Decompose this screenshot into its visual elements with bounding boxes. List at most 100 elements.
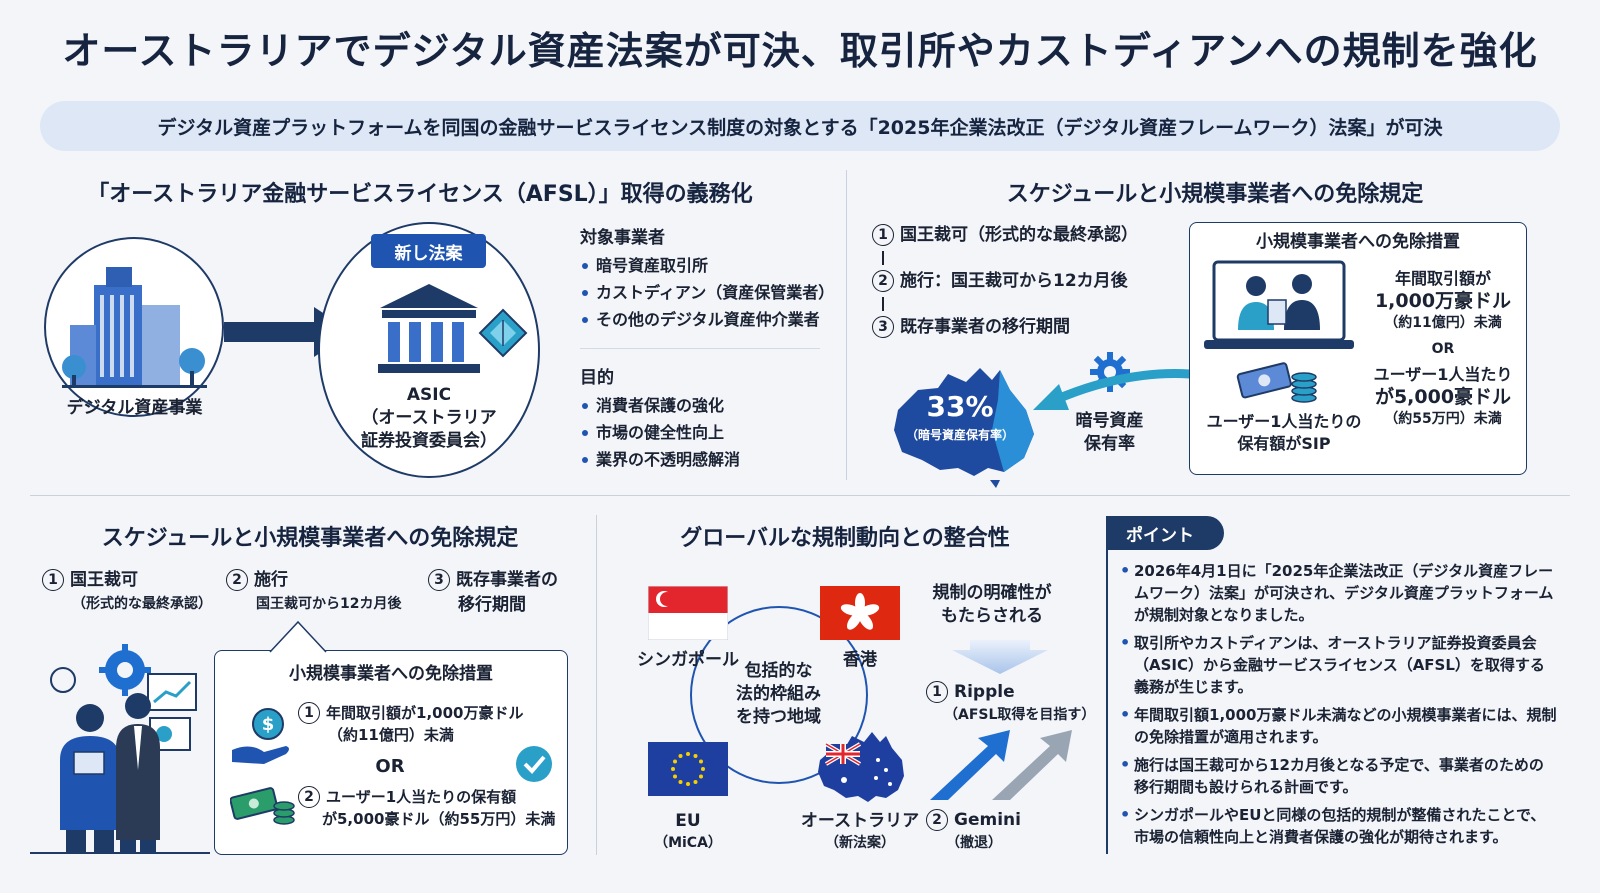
or-label: OR [375, 756, 405, 777]
singapore-flag-icon [648, 586, 728, 640]
cond1-line-2: （約11億円）未満 [328, 726, 454, 744]
points-tag: ポイント [1106, 516, 1224, 550]
ripple-number: 1 [926, 681, 948, 704]
schedule-bottom-heading: スケジュールと小規模事業者への免除規定 [101, 526, 519, 551]
cond2-line-1: ユーザー1人当たりの保有額 [326, 788, 517, 806]
sip-label: ユーザー1人当たりの 保有額がSIP [1196, 411, 1372, 455]
singapore-label: シンガポール [637, 650, 739, 670]
global-heading: グローバルな規制動向との整合性 [680, 526, 1010, 551]
cond2-line-3: （約55万円）未満 [1384, 411, 1502, 427]
step-title: 既存事業者の [456, 570, 558, 590]
asic-line-2: （オーストラリア [361, 408, 497, 428]
schedule-step-1: 1 国王裁可（形式的な最終承認） [872, 224, 1182, 246]
schedule-top-steps: 1 国王裁可（形式的な最終承認） 2 施行：国王裁可から12カ月後 3 既存事業… [872, 224, 1182, 338]
speech-bubble-pointer [269, 620, 327, 653]
holding-rate-label: 暗号資産 保有率 [1062, 410, 1157, 456]
step-title: 施行 [254, 570, 288, 590]
clarity-label: 規制の明確性が もたらされる [922, 582, 1062, 628]
purpose-item: 消費者保護の強化 [580, 392, 840, 419]
building-label: デジタル資産事業 [66, 398, 203, 418]
step-connector [882, 297, 884, 311]
purpose-item: 市場の健全性向上 [580, 419, 840, 446]
cond2-line-2: が5,000豪ドル [1374, 386, 1512, 408]
exemption-top-conditions: 年間取引額が 1,000万豪ドル （約11億円）未満 OR ユーザー1人当たり … [1368, 268, 1518, 430]
australia-line-1: オーストラリア [800, 811, 920, 831]
cond1-line-1: 年間取引額が [1394, 269, 1491, 288]
cond1-line-1: 年間取引額が1,000万豪ドル [326, 704, 524, 722]
exemption-bottom-cond-1: 1 年間取引額が1,000万豪ドル （約11億円）未満 [298, 702, 528, 746]
point-item: 2026年4月1日に「2025年企業法改正（デジタル資産フレームワーク）法案」が… [1118, 560, 1558, 626]
asic-line-3: 証券投資委員会） [361, 431, 497, 451]
step-connector [882, 251, 884, 265]
gemini-subtitle: （撤退） [946, 835, 1002, 851]
cond1-line-3: （約11億円）未満 [1384, 315, 1502, 331]
region-circle [690, 606, 868, 784]
purpose-list: 消費者保護の強化 市場の健全性向上 業界の不透明感解消 [580, 392, 840, 473]
hongkong-flag-icon [820, 586, 900, 640]
target-item: カストディアン（資産保管業者） [580, 279, 840, 306]
cond2-line-1: ユーザー1人当たり [1373, 365, 1513, 384]
cond-number: 1 [298, 702, 320, 724]
center-line-1: 包括的な [744, 661, 813, 681]
purpose-heading: 目的 [580, 368, 614, 388]
points-panel-border [1106, 532, 1108, 854]
point-item: 施行は国王裁可から12カ月後となる予定で、事業者のための移行期間も設けられる計画… [1118, 754, 1558, 798]
bank-building-icon [378, 284, 480, 373]
svg-text:$: $ [262, 714, 275, 735]
step-text: 国王裁可（形式的な最終承認） [900, 225, 1138, 245]
center-line-3: を持つ地域 [736, 707, 821, 727]
or-label: OR [1431, 341, 1455, 357]
subtitle-text: デジタル資産プラットフォームを同国の金融サービスライセンス制度の対象とする「20… [157, 116, 1443, 139]
blockchain-cube-icon [478, 308, 528, 358]
cond1-line-2: 1,000万豪ドル [1374, 290, 1512, 312]
sip-line-2: 保有額がSIP [1237, 434, 1331, 453]
cond-number: 2 [298, 786, 320, 808]
step-text: 施行：国王裁可から12カ月後 [900, 271, 1128, 291]
schedule-bottom-step-1: 1 国王裁可 （形式的な最終承認） [42, 568, 232, 613]
eu-line-1: EU [675, 811, 701, 831]
asic-line-1: ASIC [406, 385, 452, 405]
holding-line-2: 保有率 [1084, 434, 1135, 454]
target-item: 暗号資産取引所 [580, 252, 840, 279]
step-number: 3 [428, 569, 450, 592]
target-item: その他のデジタル資産仲介業者 [580, 306, 840, 333]
point-item: シンガポールやEUと同様の包括的規制が整備されたことで、市場の信頼性向上と消費者… [1118, 804, 1558, 848]
new-law-badge-label: 新し法案 [394, 243, 463, 264]
point-item: 取引所やカストディアンは、オーストラリア証券投資委員会（ASIC）から金融サービ… [1118, 632, 1558, 698]
step-number: 2 [226, 569, 248, 592]
points-tag-label: ポイント [1126, 525, 1194, 546]
clarity-line-1: 規制の明確性が [932, 583, 1052, 603]
growth-arrows-icon [930, 730, 1072, 800]
step-number: 1 [42, 569, 64, 592]
page-title: オーストラリアでデジタル資産法案が可決、取引所やカストディアンへの規制を強化 [62, 29, 1538, 73]
exemption-bottom-cond-2: 2 ユーザー1人当たりの保有額 が5,000豪ドル（約55万円）未満 [298, 786, 558, 830]
check-circle-icon [516, 746, 552, 782]
curved-arrow-icon [1033, 369, 1191, 410]
ripple-subtitle: （AFSL取得を目指す） [944, 707, 1096, 723]
points-list: 2026年4月1日に「2025年企業法改正（デジタル資産フレームワーク）法案」が… [1118, 560, 1558, 854]
divider-top-middle [846, 170, 847, 480]
cond2-line-2: が5,000豪ドル（約55万円）未満 [322, 810, 556, 828]
region-center-label: 包括的な 法的枠組み を持つ地域 [716, 660, 841, 729]
targets-heading: 対象事業者 [580, 228, 665, 248]
gemini-number: 2 [926, 809, 948, 832]
divider-horizontal [30, 495, 1570, 496]
point-item: 年間取引額1,000万豪ドル未満などの小規模事業者には、規制の免除措置が適用され… [1118, 704, 1558, 748]
down-arrow-icon [952, 640, 1048, 674]
step-title: 国王裁可 [70, 570, 138, 590]
step-number: 2 [872, 270, 894, 292]
gemini-title: Gemini [954, 810, 1021, 830]
ripple-title: Ripple [954, 682, 1015, 702]
schedule-step-3: 3 既存事業者の移行期間 [872, 316, 1182, 338]
australia-map-icon [894, 368, 1034, 488]
purpose-item: 業界の不透明感解消 [580, 446, 840, 473]
new-law-badge: 新し法案 [371, 234, 486, 268]
laptop-meeting-icon [1204, 260, 1354, 349]
schedule-top-heading: スケジュールと小規模事業者への免除規定 [1006, 182, 1424, 207]
step-subtitle: （形式的な最終承認） [72, 595, 212, 612]
percent-value: 33% [926, 390, 994, 423]
building-illustration [44, 237, 224, 417]
step-number: 1 [872, 224, 894, 246]
targets-purpose-divider [580, 348, 820, 349]
clarity-line-2: もたらされる [941, 606, 1043, 626]
